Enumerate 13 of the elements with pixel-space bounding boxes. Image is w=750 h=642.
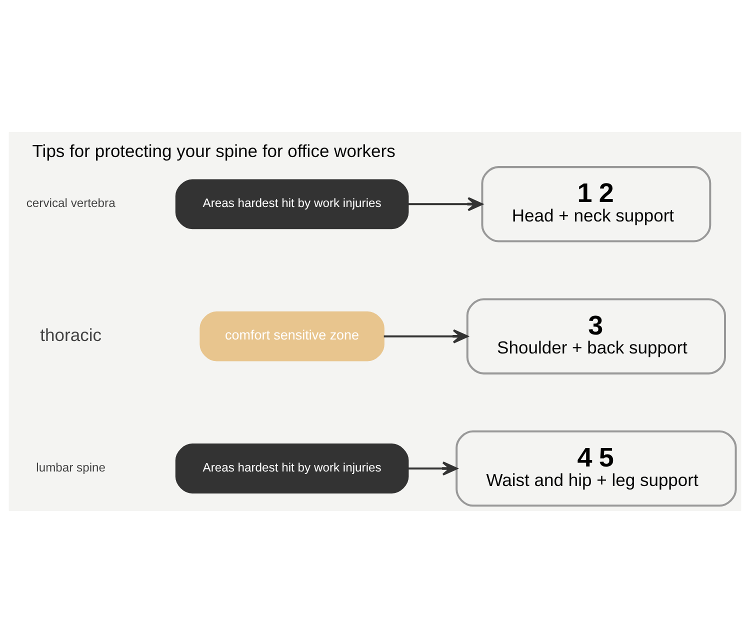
label: thoracic	[40, 324, 102, 344]
label: cervical vertebra	[26, 196, 116, 210]
arrow	[384, 328, 468, 343]
diagram-title: Tips for protecting your spine for office workers	[32, 140, 396, 160]
node-box: Areas hardest hit by work injuries	[175, 443, 409, 493]
node-box: 3 Shoulder + back support	[466, 298, 726, 374]
label: lumbar spine	[36, 460, 106, 474]
node-box: comfort sensitive zone	[200, 310, 384, 361]
node-box: Areas hardest hit by work injuries	[175, 178, 409, 229]
arrow	[408, 196, 483, 211]
arrow	[408, 460, 458, 476]
node-box: 4 5 Waist and hip + leg support	[456, 430, 737, 506]
node-box: 1 2 Head + neck support	[481, 166, 712, 242]
